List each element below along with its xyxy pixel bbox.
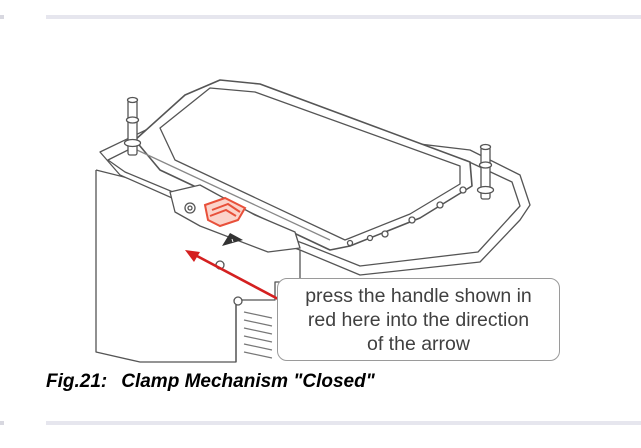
arrow-left-icon [185,250,281,302]
top-divider [46,15,641,19]
panel-screw-2 [233,296,243,306]
margin-marker-top [0,15,4,19]
vent-grille [243,311,273,359]
callout-line-3: of the arrow [367,332,470,355]
bottom-divider [46,421,641,425]
instruction-callout: press the handle shown in red here into … [277,278,560,361]
margin-marker-bottom [0,421,4,425]
figure-number: Fig.21: [46,371,108,392]
clamp-screw [184,202,196,214]
callout-line-1: press the handle shown in [305,284,532,307]
lid-screws [346,186,467,247]
guide-post-left [123,96,142,156]
red-handle [203,196,247,228]
warning-triangle-icon [222,233,243,246]
guide-post-right [476,143,495,200]
callout-line-2: red here into the direction [307,308,530,331]
figure-caption: Fig.21: Clamp Mechanism "Closed" [46,371,375,393]
figure-title: Clamp Mechanism "Closed" [121,371,375,392]
